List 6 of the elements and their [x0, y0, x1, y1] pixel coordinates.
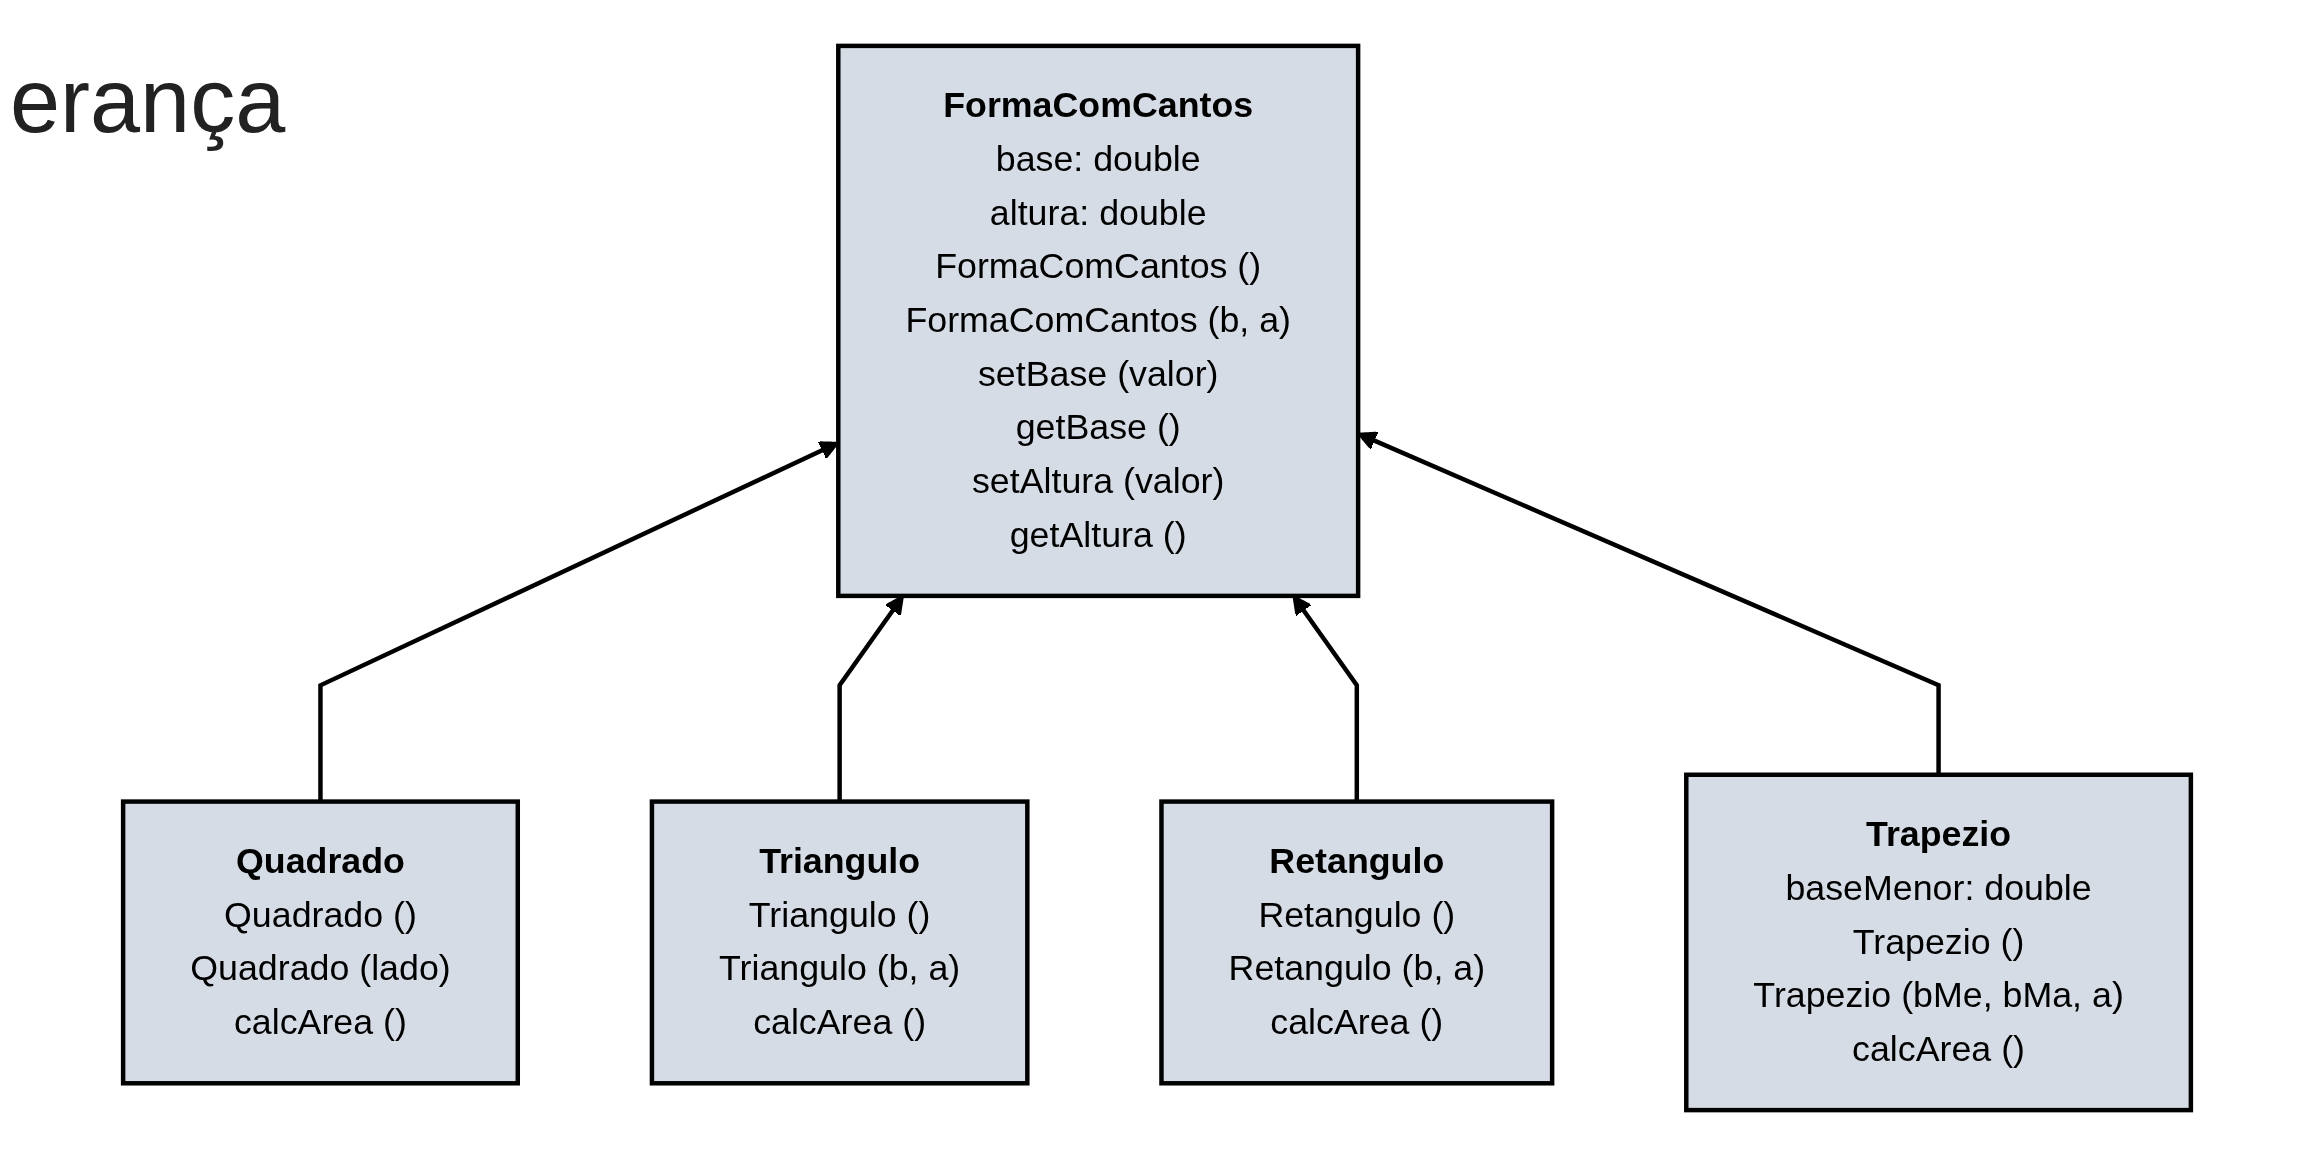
node-box: Retangulo Retangulo () Retangulo (b, a) calcArea () [1158, 799, 1554, 1086]
node-box: FormaComCantos base: double altura: double FormaComCantos () FormaComCantos (b, a) setBase (valor) getBase () setAltura (valor) getAltura () [835, 43, 1360, 599]
slide-title: erança [10, 50, 286, 153]
node-box: Trapezio baseMenor: double Trapezio () Trapezio (bMe, bMa, a) calcArea () [1683, 772, 2193, 1113]
node-box: Quadrado Quadrado () Quadrado (lado) calcArea () [120, 799, 520, 1086]
node-box: Triangulo Triangulo () Triangulo (b, a) calcArea () [649, 799, 1030, 1086]
